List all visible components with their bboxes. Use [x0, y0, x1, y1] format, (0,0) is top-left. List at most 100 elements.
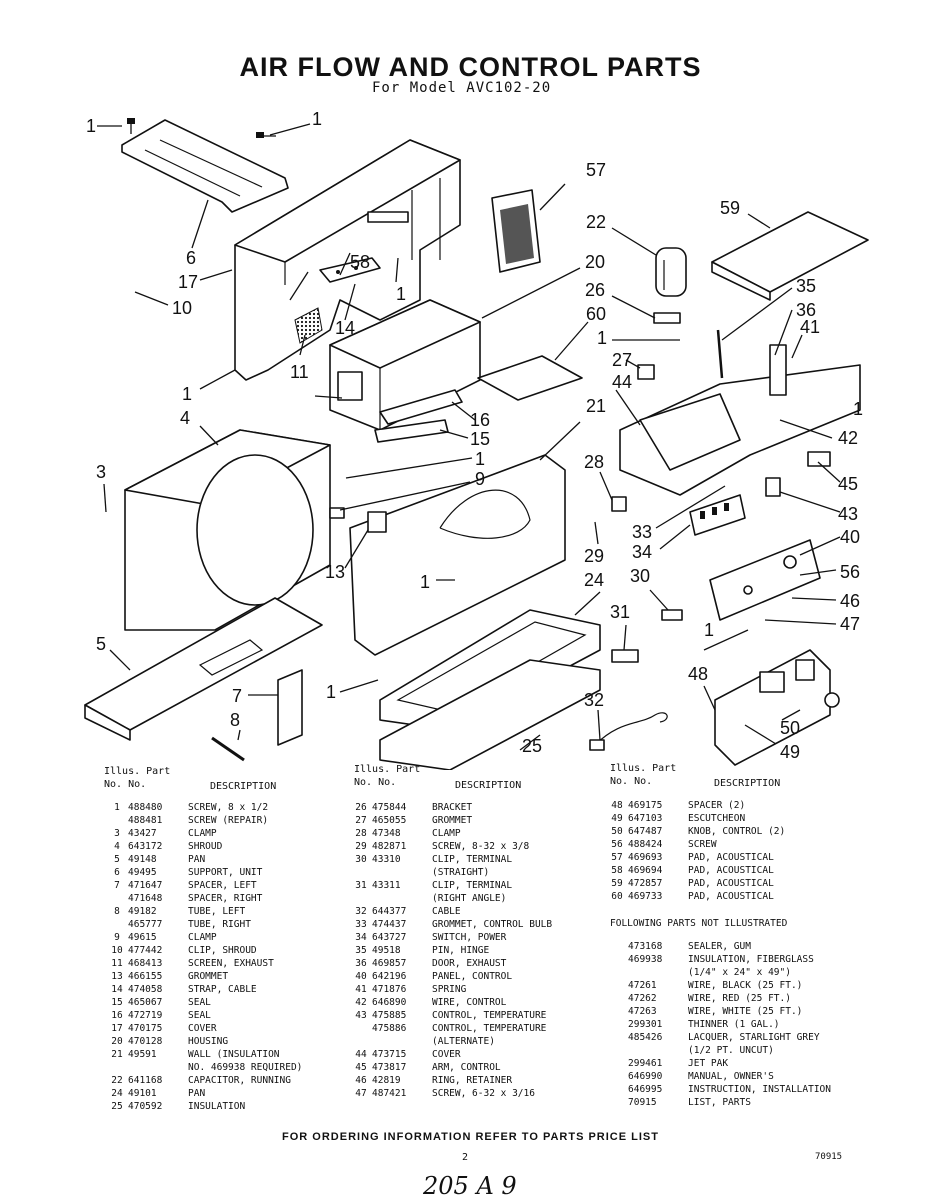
callout: 1	[853, 399, 863, 419]
callout: 1	[86, 116, 96, 136]
callout: 40	[840, 527, 860, 547]
callout: 3	[96, 462, 106, 482]
callout: 24	[584, 570, 604, 590]
callout: 6	[186, 248, 196, 268]
callout: 1	[326, 682, 336, 702]
part-60-pad	[477, 355, 583, 401]
page-title: AIR FLOW AND CONTROL PARTS	[239, 52, 702, 82]
callout: 1	[312, 109, 322, 129]
callout: 17	[178, 272, 198, 292]
header-no: No. No.	[354, 777, 397, 788]
callout: 22	[586, 212, 606, 232]
model-subtitle: For Model AVC102-20	[372, 80, 552, 96]
header-desc: DESCRIPTION	[714, 778, 781, 789]
callout: 20	[585, 252, 605, 272]
table-header-col1: Illus. Part No. No.	[104, 765, 170, 791]
part-34-switch	[689, 494, 746, 536]
part-4-shroud	[124, 429, 331, 631]
header-desc: DESCRIPTION	[455, 780, 522, 791]
header-illus: Illus. Part	[610, 763, 677, 774]
callout: 30	[630, 566, 650, 586]
part-44-cover	[619, 344, 861, 496]
callout: 42	[838, 428, 858, 448]
callout: 1	[597, 328, 607, 348]
callout: 43	[838, 504, 858, 524]
callout: 13	[325, 562, 345, 582]
callout: 7	[232, 686, 242, 706]
table-row: (1/2 PT. UNCUT)	[688, 1045, 774, 1056]
callout: 58	[350, 252, 370, 272]
not-illustrated-heading: FOLLOWING PARTS NOT ILLUSTRATED	[610, 918, 788, 929]
callout: 4	[180, 408, 190, 428]
callout: 1	[704, 620, 714, 640]
callout: 50	[780, 718, 800, 738]
callout: 28	[584, 452, 604, 472]
table-row: (ALTERNATE)	[432, 1036, 495, 1047]
page-number: 2	[462, 1152, 469, 1163]
header-no: No. No.	[104, 779, 147, 790]
callout: 1	[475, 449, 485, 469]
table-row: (STRAIGHT)	[432, 867, 490, 878]
callout: 45	[838, 474, 858, 494]
callout: 25	[522, 736, 542, 756]
part-49-escutcheon	[714, 649, 831, 766]
spacer	[606, 903, 831, 917]
callout: 47	[840, 614, 860, 634]
table-row: (1/4" x 24" x 49")	[688, 967, 791, 978]
callout: 27	[612, 350, 632, 370]
callout-labels: 1 1 6 17 58 10 14 1 11 1 4 57 22 59 20 2…	[86, 109, 863, 762]
part-50-knob	[824, 692, 840, 708]
misc-clips	[329, 312, 831, 663]
callout: 31	[610, 602, 630, 622]
header-desc: DESCRIPTION	[210, 781, 277, 792]
screw-icon	[127, 118, 276, 138]
callout: 48	[688, 664, 708, 684]
callout: 14	[335, 318, 355, 338]
callout: 26	[585, 280, 605, 300]
callout: 1	[396, 284, 406, 304]
callout: 21	[586, 396, 606, 416]
callout: 15	[470, 429, 490, 449]
header-no: No. No.	[610, 776, 653, 787]
callout: 1	[182, 384, 192, 404]
header-illus: Illus. Part	[354, 764, 421, 775]
leader-lines	[97, 123, 841, 751]
